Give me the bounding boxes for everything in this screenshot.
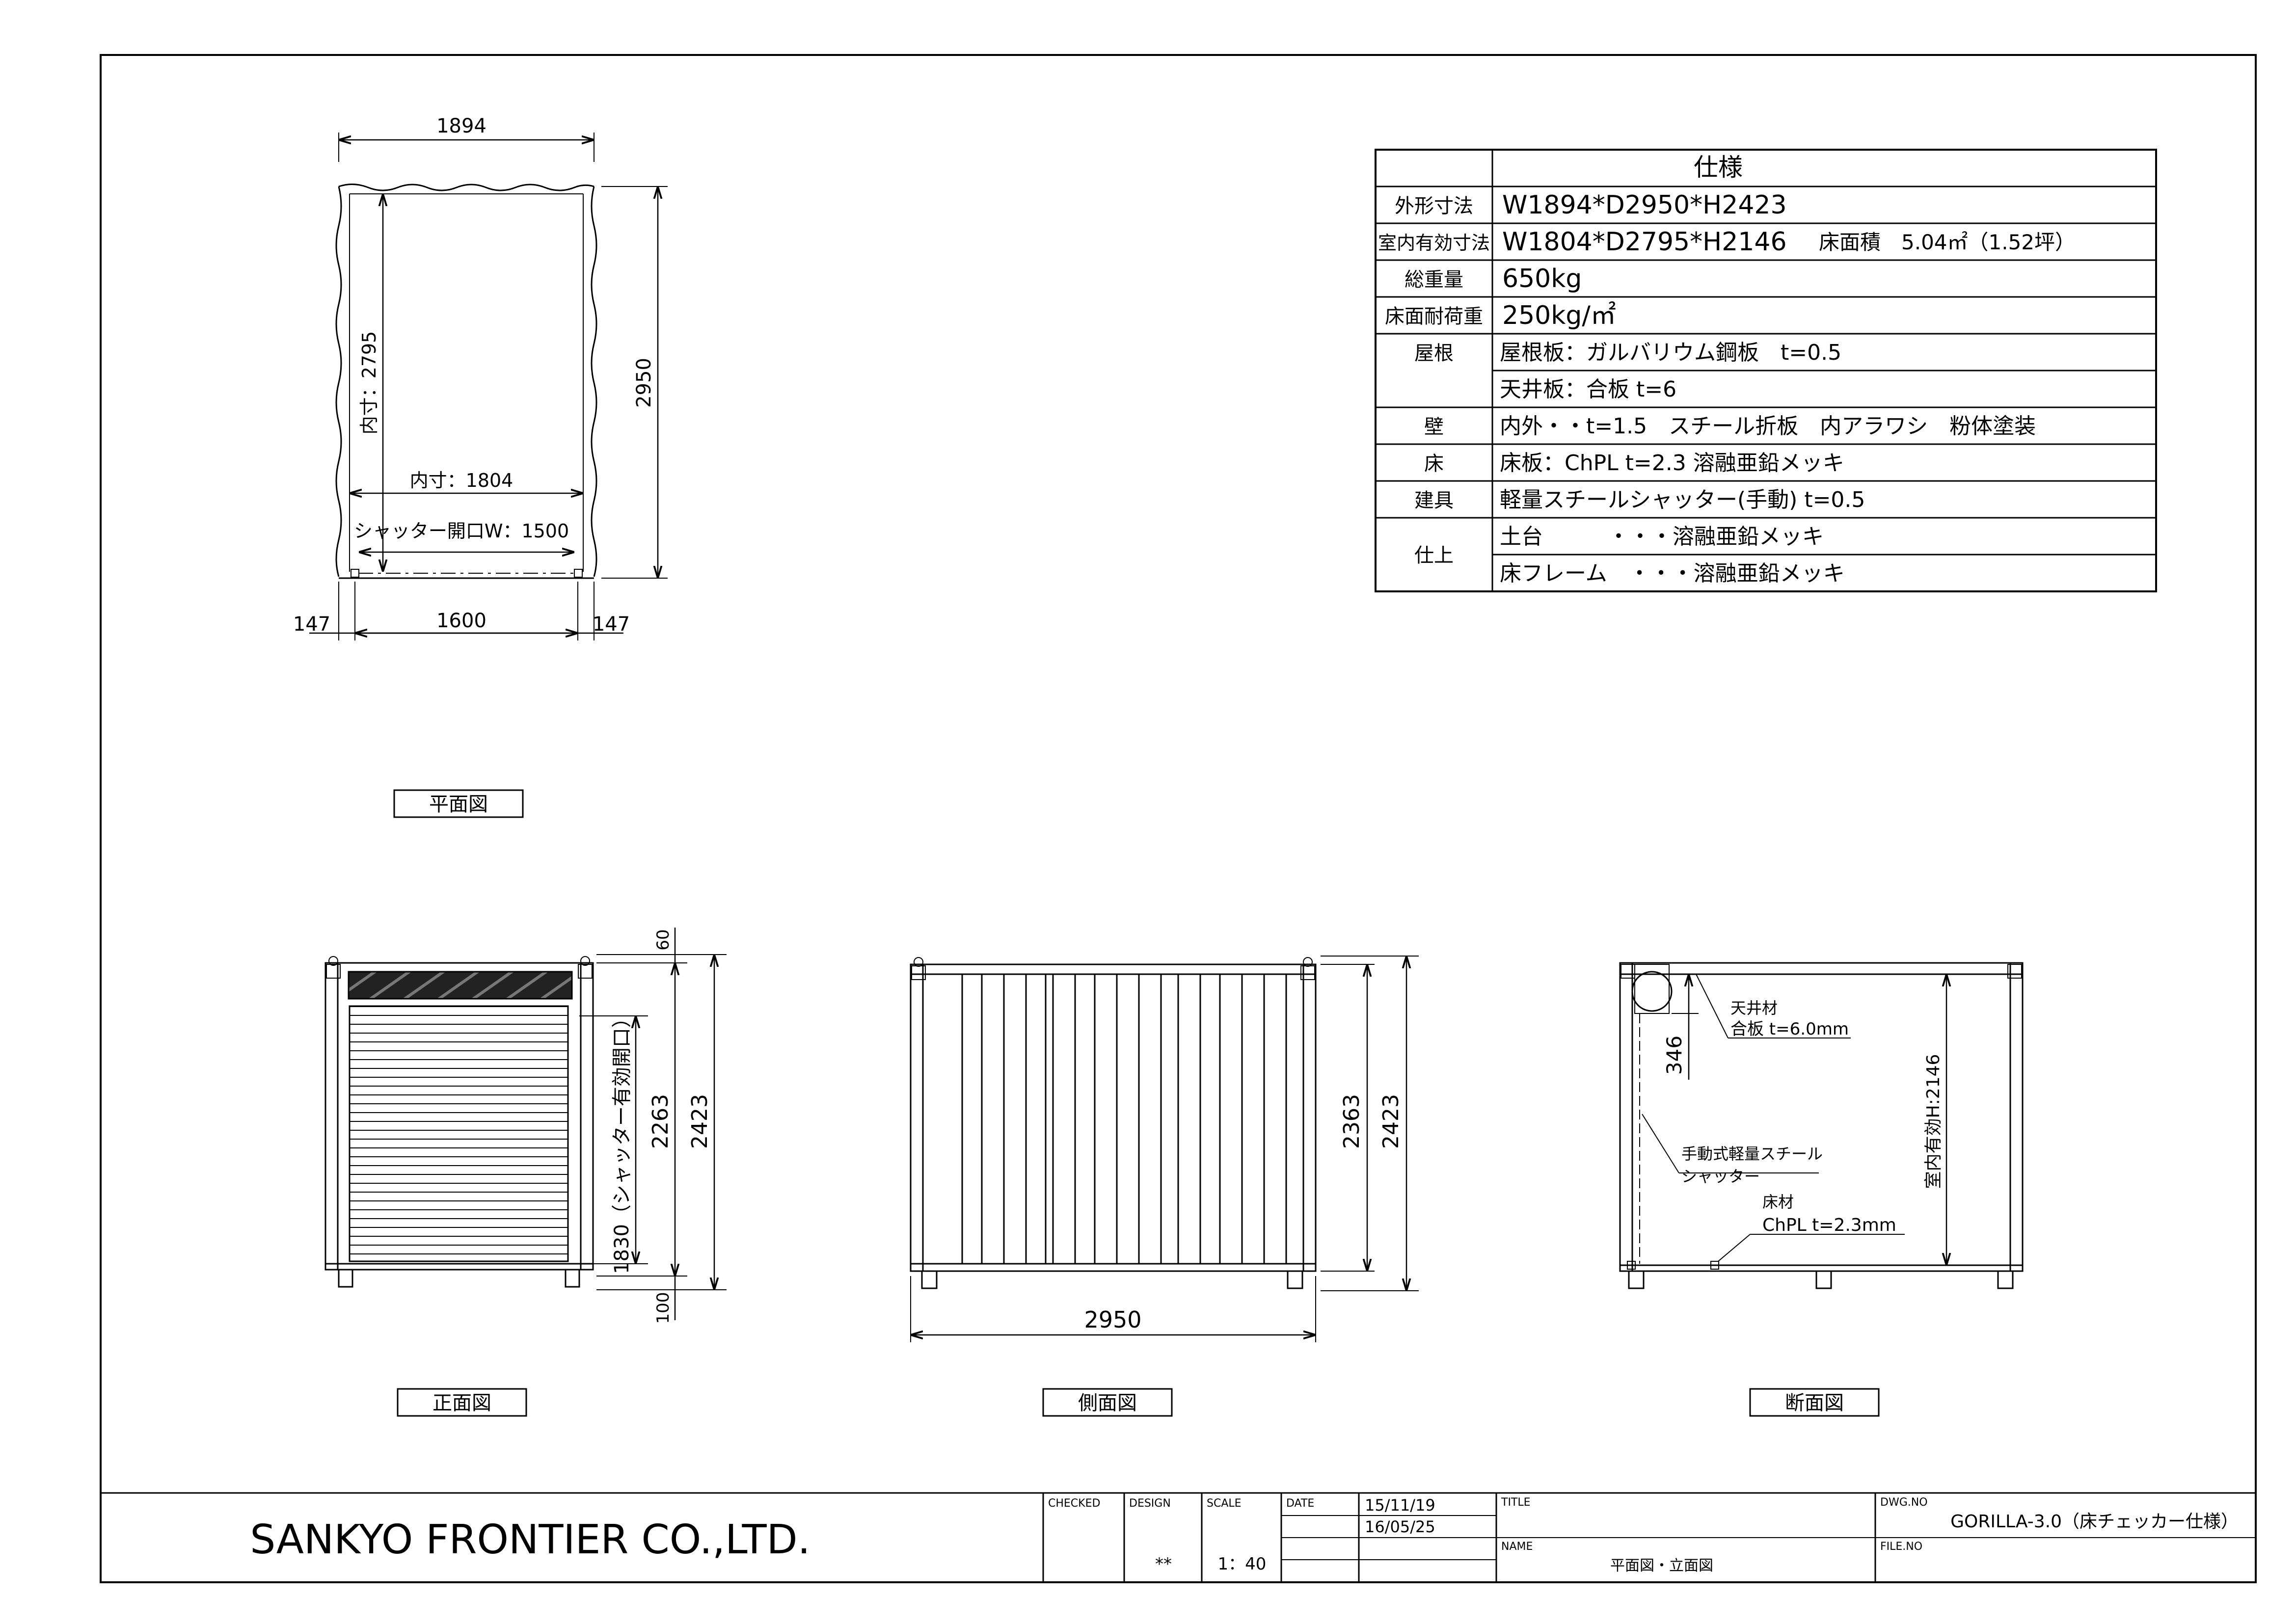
- date-label: DATE: [1286, 1497, 1314, 1510]
- section-floor-title: 床材: [1762, 1193, 1794, 1211]
- plan-dim-depth: 2950: [633, 358, 655, 408]
- plan-view-title: 平面図: [429, 793, 488, 816]
- plan-dim-shutter: シャッター開口W：1500: [354, 520, 569, 542]
- section-floor-value: ChPL t=2.3mm: [1762, 1215, 1896, 1235]
- section-dim-inner: 室内有効H:2146: [1923, 1054, 1944, 1189]
- name-label: NAME: [1501, 1541, 1533, 1553]
- spec-value-roof: 屋根板：ガルバリウム鋼板 t=0.5: [1500, 340, 1841, 365]
- section-view-title: 断面図: [1785, 1392, 1844, 1414]
- section-ceiling-title: 天井材: [1730, 999, 1778, 1017]
- spec-value-ceiling: 天井板：合板 t=6: [1500, 377, 1676, 402]
- front-dim-inner: 2263: [648, 1094, 673, 1149]
- plan-dim-width: 1894: [436, 115, 486, 137]
- date-1: 15/11/19: [1365, 1496, 1435, 1515]
- side-dim-inner: 2363: [1339, 1094, 1364, 1149]
- side-dim-length: 2950: [1084, 1306, 1141, 1333]
- design-label: DESIGN: [1129, 1497, 1171, 1510]
- front-view-title: 正面図: [432, 1392, 491, 1414]
- spec-value-inner: W1804*D2795*H2146: [1502, 227, 1787, 257]
- spec-value-floor-area: 床面積 5.04㎡（1.52坪）: [1819, 230, 2076, 254]
- spec-label-fittings: 建具: [1414, 489, 1454, 512]
- section-ceiling-value: 合板 t=6.0mm: [1730, 1019, 1849, 1039]
- date-2: 16/05/25: [1365, 1517, 1435, 1536]
- front-dim-top: 60: [653, 929, 673, 950]
- spec-value-load: 250kg/㎡: [1502, 301, 1616, 330]
- front-view: 60 1830（シャッター有効開口） 2263 2423 100 正面図: [324, 928, 727, 1417]
- spec-label-finish: 仕上: [1414, 544, 1454, 567]
- name-value: 平面図・立面図: [1610, 1557, 1713, 1574]
- plan-dim-inner-width: 内寸：1804: [410, 470, 513, 491]
- spec-label-roof: 屋根: [1414, 342, 1454, 365]
- spec-value-finish-frame: 床フレーム ・・・溶融亜鉛メッキ: [1500, 561, 1845, 586]
- plan-dim-right: 147: [593, 613, 630, 636]
- title-label: TITLE: [1501, 1496, 1531, 1509]
- section-dim-box: 346: [1662, 1036, 1686, 1075]
- plan-view: 1894 2950 内寸：2795 内寸：1804 シャッター開口W：1500 …: [293, 115, 668, 818]
- fileno-label: FILE.NO: [1880, 1541, 1922, 1553]
- spec-table: 仕様 外形寸法 W1894*D2950*H2423 室内有効寸法 W1804*D…: [1375, 149, 2157, 592]
- spec-label-outer: 外形寸法: [1395, 195, 1473, 217]
- dwgno-value: GORILLA-3.0（床チェッカー仕様）: [1950, 1512, 2239, 1532]
- design-value: **: [1155, 1554, 1172, 1574]
- front-dim-shutter: 1830（シャッター有効開口）: [611, 1008, 633, 1274]
- section-shutter-2: シャッター: [1681, 1167, 1760, 1186]
- spec-label-inner: 室内有効寸法: [1378, 232, 1490, 254]
- spec-value-outer: W1894*D2950*H2423: [1502, 190, 1787, 220]
- spec-value-floor: 床板：ChPL t=2.3 溶融亜鉛メッキ: [1500, 451, 1844, 476]
- spec-label-load: 床面耐荷重: [1385, 305, 1483, 328]
- company-name: SANKYO FRONTIER CO.,LTD.: [250, 1517, 810, 1563]
- section-shutter-1: 手動式軽量スチール: [1681, 1144, 1823, 1163]
- side-view-title: 側面図: [1078, 1392, 1137, 1414]
- spec-label-floor: 床: [1424, 452, 1444, 475]
- plan-dim-left: 147: [293, 613, 330, 636]
- section-view: 天井材 合板 t=6.0mm 346 手動式軽量スチール シャッター 床材 Ch…: [1619, 962, 2024, 1417]
- spec-value-wall: 内外・・t=1.5 スチール折板 内アラワシ 粉体塗装: [1500, 414, 2036, 439]
- spec-label-weight: 総重量: [1405, 268, 1463, 291]
- side-dim-total: 2423: [1378, 1094, 1404, 1149]
- dwgno-label: DWG.NO: [1880, 1496, 1928, 1509]
- spec-header: 仕様: [1694, 153, 1743, 182]
- plan-dim-base: 1600: [436, 610, 486, 632]
- scale-value: 1：40: [1218, 1554, 1267, 1574]
- checked-label: CHECKED: [1048, 1497, 1100, 1510]
- side-view: 2363 2423 2950 側面図: [910, 956, 1419, 1417]
- plan-dim-inner-depth: 内寸：2795: [358, 331, 380, 435]
- spec-value-weight: 650kg: [1502, 264, 1582, 293]
- spec-value-finish-base: 土台 ・・・溶融亜鉛メッキ: [1500, 524, 1824, 549]
- front-dim-bottom: 100: [653, 1292, 673, 1324]
- sheet-border: [100, 54, 2257, 1583]
- title-block: SANKYO FRONTIER CO.,LTD. CHECKED DESIGN …: [101, 1492, 2256, 1582]
- spec-value-fittings: 軽量スチールシャッター(手動) t=0.5: [1500, 487, 1865, 512]
- scale-label: SCALE: [1207, 1497, 1242, 1510]
- front-dim-total: 2423: [687, 1094, 712, 1149]
- spec-label-wall: 壁: [1424, 416, 1444, 438]
